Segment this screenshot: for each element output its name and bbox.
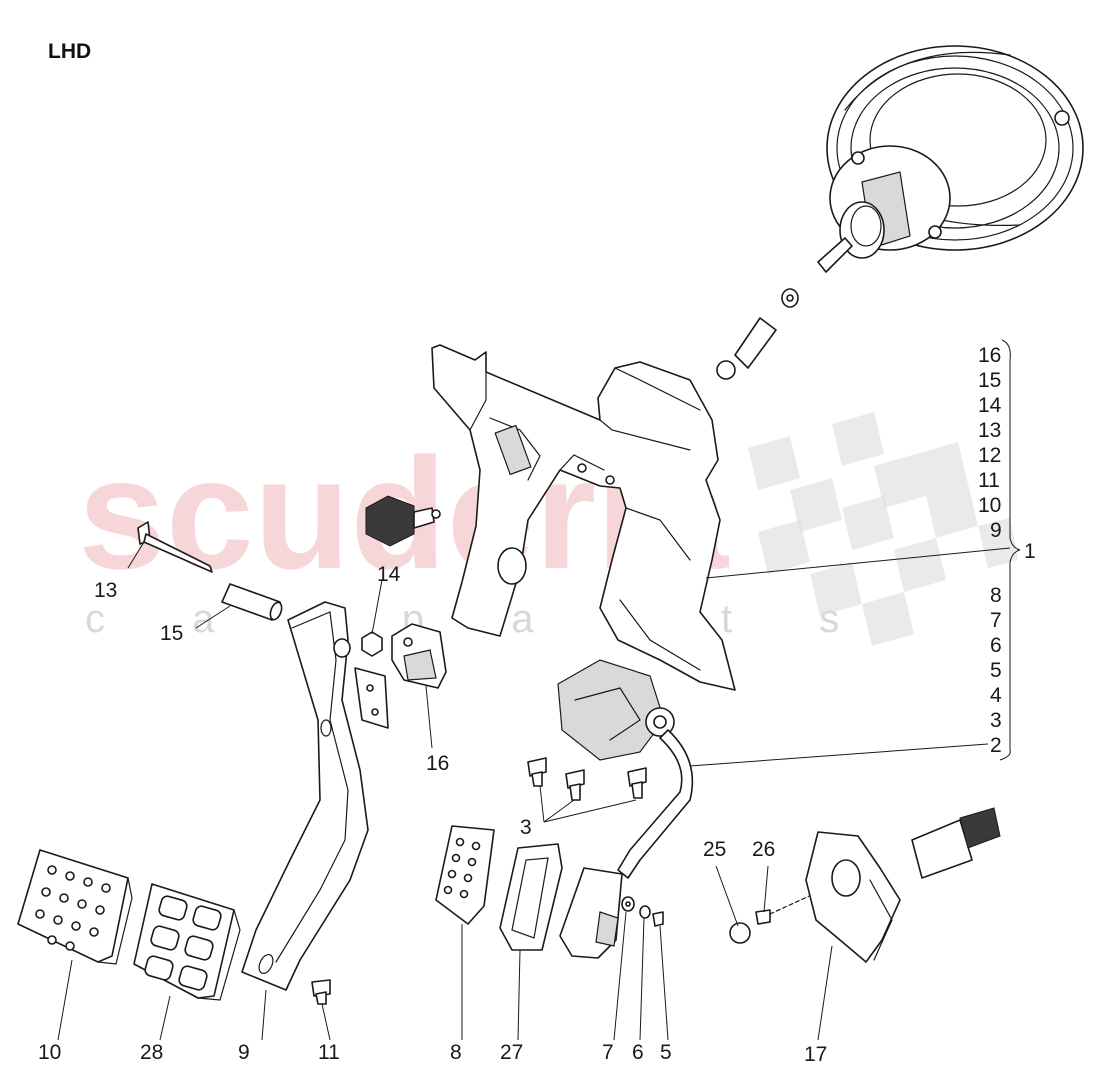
callout-10: 10	[38, 1041, 61, 1064]
spacer-sleeve	[221, 583, 283, 621]
brake-light-switch	[365, 495, 441, 547]
pedal-pad-studded	[17, 849, 133, 965]
callout-26: 26	[752, 838, 775, 861]
group-number-8: 8	[990, 584, 1002, 607]
group-number-6: 6	[990, 634, 1002, 657]
group-number-5: 5	[990, 659, 1002, 682]
group-number-3: 3	[990, 709, 1002, 732]
drawing-title: LHD	[48, 40, 91, 63]
callout-25: 25	[703, 838, 726, 861]
callout-27: 27	[500, 1041, 523, 1064]
group-label-1: 1	[1024, 540, 1036, 563]
group-number-15: 15	[978, 369, 1001, 392]
brake-booster	[817, 45, 1084, 273]
callout-3: 3	[520, 816, 532, 839]
group-number-list: 16 15 14 13 12 11 10 9 8 7 6 5 4 3 2 1	[978, 344, 1036, 757]
callout-14: 14	[377, 563, 401, 586]
callout-16: 16	[426, 752, 449, 775]
pivot-bolt	[137, 521, 213, 573]
group-number-2: 2	[990, 734, 1002, 757]
module-screws	[527, 757, 647, 801]
leader-lines	[57, 339, 1021, 1041]
clutch-pedal-switch	[911, 807, 1001, 879]
accelerator-pedal-module	[557, 659, 694, 879]
group-number-7: 7	[990, 609, 1002, 632]
group-number-16: 16	[978, 344, 1001, 367]
group-number-12: 12	[978, 444, 1001, 467]
callout-28: 28	[140, 1041, 163, 1064]
group-number-14: 14	[978, 394, 1002, 417]
washers-and-screw	[621, 896, 664, 927]
group-number-10: 10	[978, 494, 1001, 517]
accelerator-pedal-pad	[559, 867, 623, 959]
cap-and-screw	[729, 891, 819, 944]
callout-9: 9	[238, 1041, 250, 1064]
group-number-9: 9	[990, 519, 1002, 542]
checkered-flag-watermark	[748, 412, 1018, 646]
callout-5: 5	[660, 1041, 672, 1064]
callout-6: 6	[632, 1041, 644, 1064]
callout-8: 8	[450, 1041, 462, 1064]
group-number-4: 4	[990, 684, 1002, 707]
nut	[361, 631, 383, 657]
clutch-switch-bracket	[805, 831, 901, 963]
callout-13: 13	[94, 579, 117, 602]
pad-screw	[311, 979, 331, 1005]
brake-pedal-arm	[241, 601, 389, 991]
part-callouts: 13 15 14 16 3 25 26 10 28 9 11 8 27 7 6 …	[38, 563, 827, 1066]
callout-17: 17	[804, 1043, 827, 1066]
accelerator-pad-studded	[435, 825, 495, 925]
pushrod-clevis	[716, 288, 799, 380]
callout-11: 11	[318, 1041, 340, 1064]
group-number-13: 13	[978, 419, 1001, 442]
callout-7: 7	[602, 1041, 614, 1064]
group-number-11: 11	[978, 469, 1000, 492]
accelerator-pad-rubber	[499, 843, 563, 951]
pedal-box-bracket	[431, 344, 736, 691]
callout-15: 15	[160, 622, 183, 645]
pedal-position-sensor	[391, 623, 447, 689]
pedal-pad-slotted	[133, 883, 241, 1001]
